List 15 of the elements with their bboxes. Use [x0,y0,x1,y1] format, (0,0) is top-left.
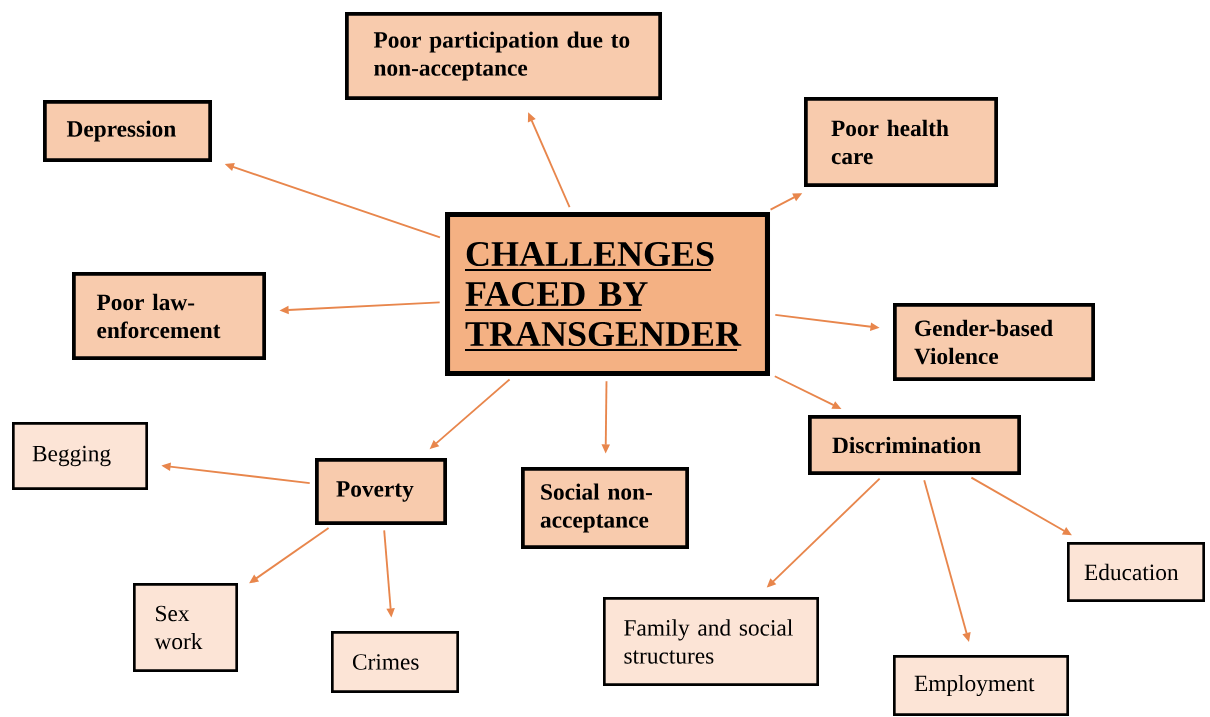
topic-box: Poor health care [804,97,998,187]
subtopic-box: Employment [893,655,1069,716]
topic-box: Depression [43,100,212,162]
subtopic-box: Begging [12,422,148,490]
topic-box: Poverty [315,458,447,525]
subtopic-box: Education [1067,542,1205,602]
topic-box: Poor law-enforcement [72,272,266,360]
topic-box: Poor participation due to non-acceptance [345,12,662,100]
central-box: CHALLENGES FACED BY TRANSGENDER [445,212,770,376]
topic-box: Gender-based Violence [893,303,1095,381]
subtopic-box: Crimes [331,631,459,693]
topic-box: Social non-acceptance [521,467,689,549]
subtopic-box: Family and social structures [603,597,819,686]
subtopic-box: Sex work [133,583,238,672]
topic-box: Discrimination [808,415,1021,475]
